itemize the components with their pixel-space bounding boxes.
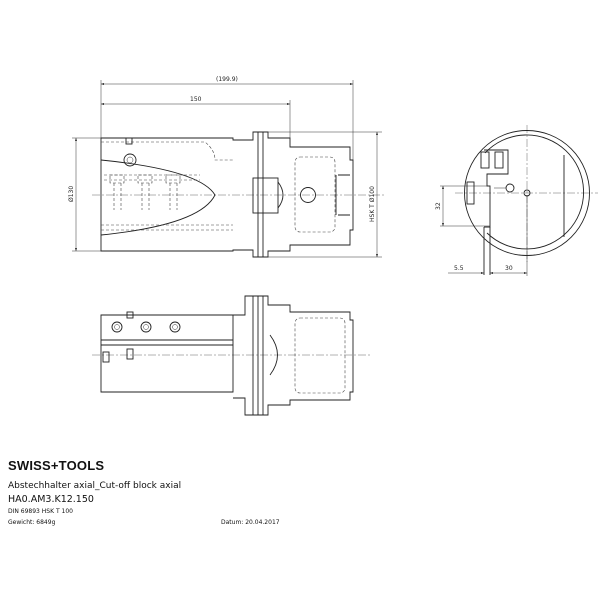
top-view: [92, 295, 370, 416]
front-view: (199.9) 150 Ø130 HSK T Ø100: [68, 76, 385, 258]
dim-offset-a: 5.5: [454, 265, 464, 272]
standard: DIN 69893 HSK T 100: [8, 508, 73, 515]
date: Datum: 20.04.2017: [221, 519, 280, 526]
weight: Gewicht: 6849g: [8, 519, 56, 526]
end-view: 32 5.5 30: [435, 125, 598, 276]
dim-overall-length: (199.9): [216, 76, 238, 83]
dim-height-offset: 32: [435, 202, 442, 210]
dim-body-length: 150: [190, 96, 202, 103]
part-number: HA0.AM3.K12.150: [8, 494, 94, 505]
dim-body-diameter: Ø130: [68, 186, 75, 202]
dim-shank: HSK T Ø100: [369, 186, 376, 222]
dim-offset-b: 30: [505, 265, 513, 272]
part-description: Abstechhalter axial_Cut-off block axial: [8, 481, 182, 491]
swisstools-logo: SWISS+TOOLS: [8, 458, 105, 473]
